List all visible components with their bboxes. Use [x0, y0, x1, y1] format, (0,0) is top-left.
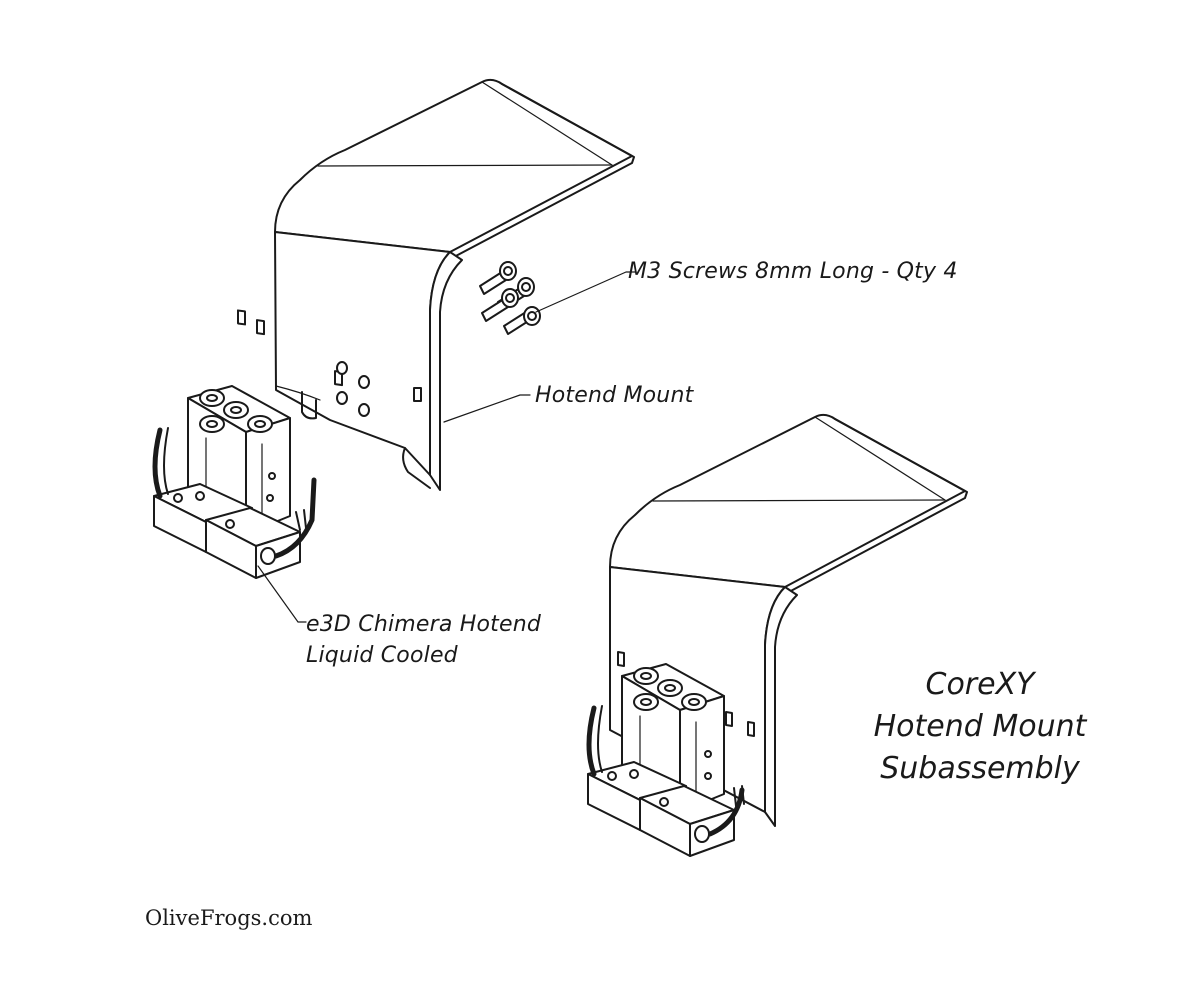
site-credit: OliveFrogs.com [145, 906, 313, 930]
title-line-1: CoreXY [925, 667, 1035, 702]
hotend-callout-line2: Liquid Cooled [306, 643, 458, 668]
screws-callout: M3 Screws 8mm Long - Qty 4 [628, 259, 958, 284]
exploded-chimera-hotend [152, 385, 317, 579]
m3-screws [479, 261, 541, 335]
leader-lines [257, 271, 637, 623]
title-line-3: Subassembly [880, 751, 1080, 786]
hotend-callout-line1: e3D Chimera Hotend [306, 612, 542, 637]
hotend-mount-callout: Hotend Mount [535, 383, 694, 408]
title-line-2: Hotend Mount [873, 709, 1087, 744]
assembled-chimera-hotend [586, 663, 745, 857]
diagram-title: CoreXY Hotend Mount Subassembly [840, 664, 1120, 790]
exploded-hotend-mount [237, 78, 635, 491]
